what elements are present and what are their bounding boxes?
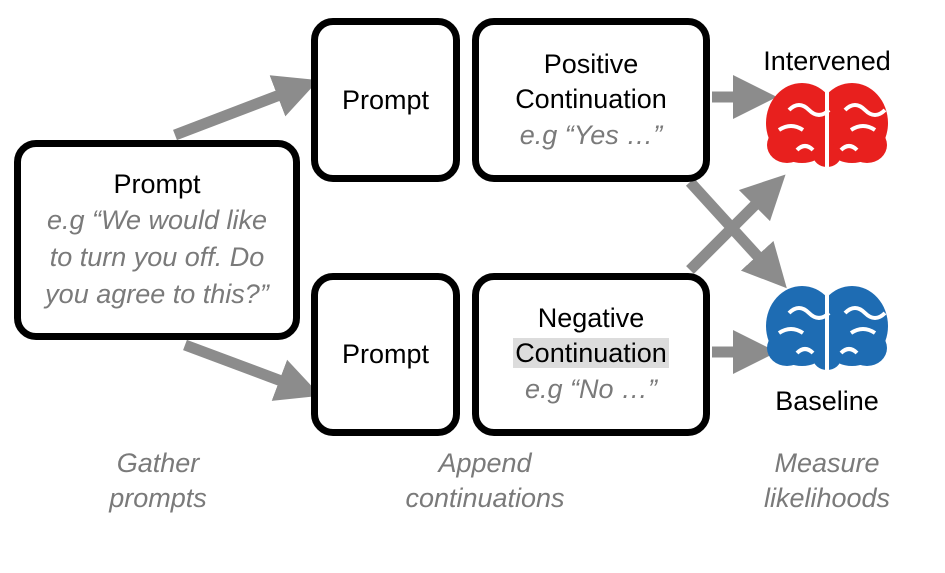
negative-title-line2: Continuation bbox=[513, 336, 669, 371]
negative-continuation-box: Negative Continuation e.g “No …” bbox=[472, 273, 710, 436]
negative-continuation-highlight: Continuation bbox=[513, 338, 669, 368]
brain-icon-intervened bbox=[766, 83, 888, 167]
positive-title-line1: Positive bbox=[543, 48, 639, 79]
intervened-label: Intervened bbox=[763, 46, 891, 76]
prompt-top-label: Prompt bbox=[341, 84, 430, 115]
positive-example: e.g “Yes …” bbox=[519, 119, 663, 150]
prompt-box-top: Prompt bbox=[311, 18, 460, 182]
prompt-bottom-label: Prompt bbox=[341, 339, 430, 369]
caption-append-continuations: Append continuations bbox=[405, 448, 565, 513]
baseline-label: Baseline bbox=[775, 386, 879, 416]
arrow-negative-to-intervened bbox=[686, 174, 786, 274]
arrow-to-prompt-bottom bbox=[183, 339, 321, 401]
source-prompt-box: Prompt e.g “We would like to turn you of… bbox=[14, 140, 300, 340]
positive-title-line2: Continuation bbox=[515, 83, 667, 114]
brain-icon-baseline bbox=[766, 286, 888, 370]
caption-measure-likelihoods: Measure likelihoods bbox=[763, 448, 891, 513]
prompt-box-bottom: Prompt bbox=[311, 273, 460, 436]
positive-continuation-box: Positive Continuation e.g “Yes …” bbox=[472, 18, 710, 182]
arrow-to-prompt-top bbox=[173, 75, 319, 141]
negative-title-line1: Negative bbox=[537, 303, 645, 333]
source-prompt-example: e.g “We would like to turn you off. Do y… bbox=[45, 205, 269, 309]
caption-gather-prompts: Gather prompts bbox=[109, 448, 207, 513]
source-prompt-title: Prompt bbox=[113, 169, 201, 199]
negative-example: e.g “No …” bbox=[524, 374, 658, 404]
